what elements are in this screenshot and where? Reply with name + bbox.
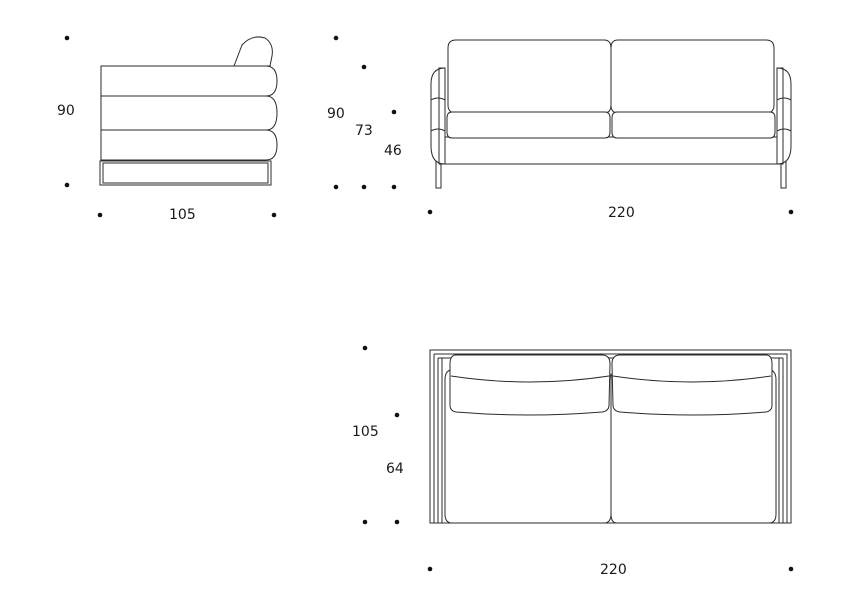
front-seat-height-label: 46: [384, 143, 402, 159]
front-back-cushion-left: [447, 39, 612, 114]
front-dimension-dots: [333, 35, 794, 215]
top-depth-label: 105: [352, 424, 379, 440]
front-leg-right: [780, 161, 787, 189]
front-base: [444, 136, 778, 165]
side-head-cushion: [233, 36, 273, 67]
side-dimension-dots: [64, 35, 277, 218]
front-width-label: 220: [608, 205, 635, 221]
top-back-cushion-left: [449, 354, 611, 416]
top-width-label: 220: [600, 562, 627, 578]
front-leg-left: [435, 161, 442, 189]
top-seat-depth-label: 64: [386, 461, 404, 477]
front-back-cushion-right: [610, 39, 775, 114]
front-seat-cushion-left: [446, 111, 611, 139]
front-seat-cushion-right: [611, 111, 776, 139]
top-dimension-dots: [362, 345, 794, 572]
side-base-inner: [102, 162, 269, 184]
side-depth-label: 105: [169, 207, 196, 223]
side-height-label: 90: [57, 103, 75, 119]
front-arm-height-label: 73: [355, 123, 373, 139]
top-view: [429, 349, 792, 524]
front-view: [430, 39, 792, 189]
side-cushion-top: [100, 65, 278, 97]
side-view: [99, 36, 278, 186]
front-arm-right: [776, 67, 792, 165]
side-cushion-bottom: [100, 129, 278, 161]
side-base: [99, 160, 272, 186]
side-cushion-middle: [100, 95, 278, 131]
front-arm-left: [430, 67, 446, 165]
front-total-height-label: 90: [327, 106, 345, 122]
top-back-cushion-right: [611, 354, 773, 416]
